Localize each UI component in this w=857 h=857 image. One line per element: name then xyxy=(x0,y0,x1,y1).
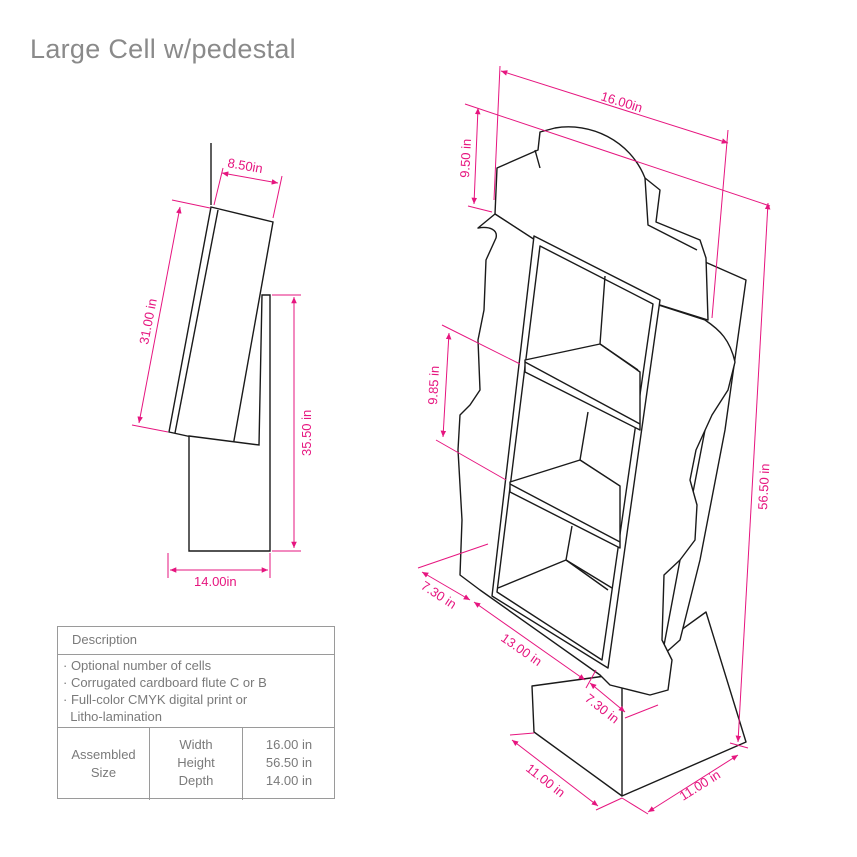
ext-line xyxy=(493,65,501,201)
ext-line xyxy=(417,543,489,569)
iso-view-drawing xyxy=(457,126,747,797)
side-view-base xyxy=(188,294,271,552)
ext-line xyxy=(131,424,169,433)
ext-line xyxy=(729,742,749,749)
side-view-drawing xyxy=(168,143,274,552)
iso-shelf-bottom xyxy=(497,559,609,591)
spec-note: · Full-color CMYK digital print or xyxy=(63,692,248,707)
spec-size-label: Size xyxy=(90,765,117,780)
ext-line xyxy=(171,199,211,209)
dim-label-base-width: 14.00in xyxy=(194,574,237,589)
dim-label-width: 16.00in xyxy=(599,89,644,116)
spec-dimension-labels: Width Height Depth xyxy=(150,728,243,800)
dim-label-side-depth: 7.30 in xyxy=(418,578,459,612)
iso-shelf-2-edge xyxy=(509,483,621,543)
dim-line-base-left xyxy=(511,739,599,807)
dim-line-shelf-spacing xyxy=(440,332,452,438)
iso-shelf-inner xyxy=(496,245,654,661)
page-title: Large Cell w/pedestal xyxy=(30,34,296,64)
ext-line xyxy=(509,732,535,736)
dim-label-top-depth: 8.50in xyxy=(226,155,263,176)
iso-view-dimensions xyxy=(417,65,771,815)
ext-line xyxy=(435,439,507,481)
spec-width-label: Width xyxy=(179,737,213,752)
side-view-header-edge xyxy=(174,209,219,434)
spec-dimension-values: 16.00 in 56.50 in 14.00 in xyxy=(243,728,335,800)
iso-shelf-2 xyxy=(509,459,621,549)
spec-depth-value: 14.00 in xyxy=(265,773,313,788)
spec-table: Description · Optional number of cells ·… xyxy=(57,626,335,800)
side-view-header-panel xyxy=(168,206,274,447)
ext-line xyxy=(213,167,224,206)
ext-line xyxy=(711,129,729,319)
spec-assembled-label: Assembled xyxy=(71,747,136,762)
spec-height-label: Height xyxy=(177,755,215,770)
dim-line-header-height xyxy=(471,107,481,205)
dim-line-side-depth-right xyxy=(589,682,626,713)
spec-note: · Optional number of cells xyxy=(63,658,212,673)
dim-label-header-height-iso: 9.50 in xyxy=(457,138,474,178)
iso-shelf-frame xyxy=(491,235,661,669)
ext-line xyxy=(585,669,597,689)
ext-line xyxy=(621,797,649,815)
ext-line xyxy=(464,103,771,207)
spec-depth-label: Depth xyxy=(178,773,214,788)
ext-line xyxy=(441,324,521,365)
iso-shelf-1-edge xyxy=(524,361,641,425)
ext-line xyxy=(595,797,623,811)
spec-width-value: 16.00 in xyxy=(265,737,313,752)
dim-label-header-height: 31.00 in xyxy=(136,297,160,345)
ext-line xyxy=(624,704,659,719)
spec-note: Litho-lamination xyxy=(63,709,162,724)
dim-line-shelf-width xyxy=(473,601,586,681)
spec-size-grid: Assembled Size Width Height Depth 16.00 … xyxy=(58,727,334,800)
dim-label-shelf-spacing: 9.85 in xyxy=(425,365,442,405)
ext-line xyxy=(467,205,493,213)
dim-label-base-right: 11.00 in xyxy=(677,767,723,804)
dim-line-side-depth xyxy=(421,571,471,601)
dim-line-width xyxy=(500,70,729,144)
dim-label-base-height: 35.50 in xyxy=(299,410,314,456)
dim-line-header-height xyxy=(137,206,182,424)
spec-assembled-size-label: Assembled Size xyxy=(58,728,150,800)
iso-header-edge xyxy=(534,149,698,251)
dim-label-base-left: 11.00 in xyxy=(523,761,568,801)
side-view-dimensions xyxy=(131,167,301,578)
spec-note: · Corrugated cardboard flute C or B xyxy=(63,675,267,690)
dim-line-total-height xyxy=(735,202,771,743)
spec-table-header: Description xyxy=(58,627,334,655)
dim-label-total-height: 56.50 in xyxy=(755,463,772,510)
dim-line-base-right xyxy=(647,754,739,813)
dim-line-top-depth xyxy=(221,171,279,185)
ext-line xyxy=(272,175,283,219)
spec-table-notes: · Optional number of cells · Corrugated … xyxy=(63,657,333,725)
spec-height-value: 56.50 in xyxy=(265,755,313,770)
